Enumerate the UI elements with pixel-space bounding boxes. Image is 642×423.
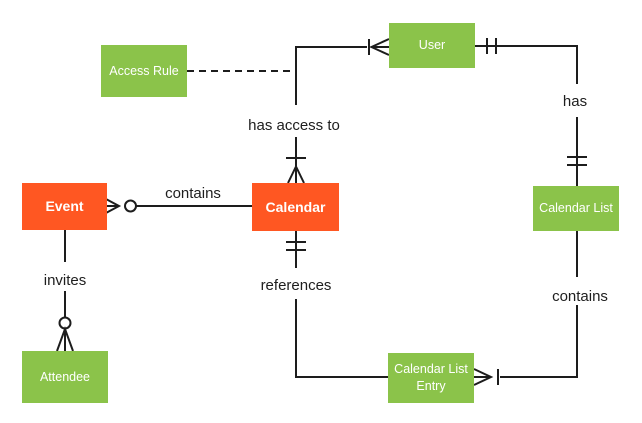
edge-label-invites: invites: [43, 272, 87, 289]
entity-calendar[interactable]: Calendar: [252, 183, 339, 231]
entity-calendar-list-entry-label: Calendar List Entry: [394, 362, 468, 393]
edge-calendar-list-entry: [473, 231, 578, 386]
exactly-one-ticks-icon: [486, 38, 497, 54]
edge-calendar-user: [286, 38, 390, 184]
edge-calendar-entry: [286, 231, 388, 378]
entity-access-rule[interactable]: Access Rule: [101, 45, 187, 97]
entity-event-label: Event: [45, 198, 84, 215]
edge-event-calendar: [104, 197, 252, 215]
entity-user[interactable]: User: [389, 23, 475, 68]
entity-attendee[interactable]: Attendee: [22, 351, 108, 403]
crow-foot-many-icon: [104, 197, 122, 215]
entity-calendar-list-label: Calendar List: [539, 201, 613, 216]
edge-label-contains-calendar-list: contains: [552, 288, 608, 305]
exactly-one-ticks-icon: [286, 241, 306, 251]
entity-calendar-list-entry[interactable]: Calendar List Entry: [388, 353, 474, 403]
zero-circle-icon: [124, 199, 137, 213]
edge-event-attendee: [56, 230, 74, 352]
entity-calendar-list[interactable]: Calendar List: [533, 186, 619, 231]
edge-label-has-access-to: has access to: [248, 117, 340, 134]
entity-access-rule-label: Access Rule: [109, 63, 179, 78]
entity-attendee-label: Attendee: [39, 369, 91, 384]
edge-user-calendar-list: [475, 38, 587, 186]
edge-label-contains-event-calendar: contains: [165, 185, 221, 202]
crow-foot-many-icon: [56, 326, 74, 352]
exactly-one-ticks-icon: [567, 156, 587, 166]
entity-calendar-label: Calendar: [265, 198, 326, 215]
crow-foot-many-icon: [287, 164, 305, 184]
entity-user-label: User: [418, 38, 446, 53]
edge-label-has: has: [562, 93, 588, 110]
crow-foot-many-icon: [369, 38, 390, 56]
edge-label-references: references: [260, 277, 332, 294]
entity-event[interactable]: Event: [22, 183, 107, 230]
crow-foot-many-icon: [473, 368, 494, 386]
